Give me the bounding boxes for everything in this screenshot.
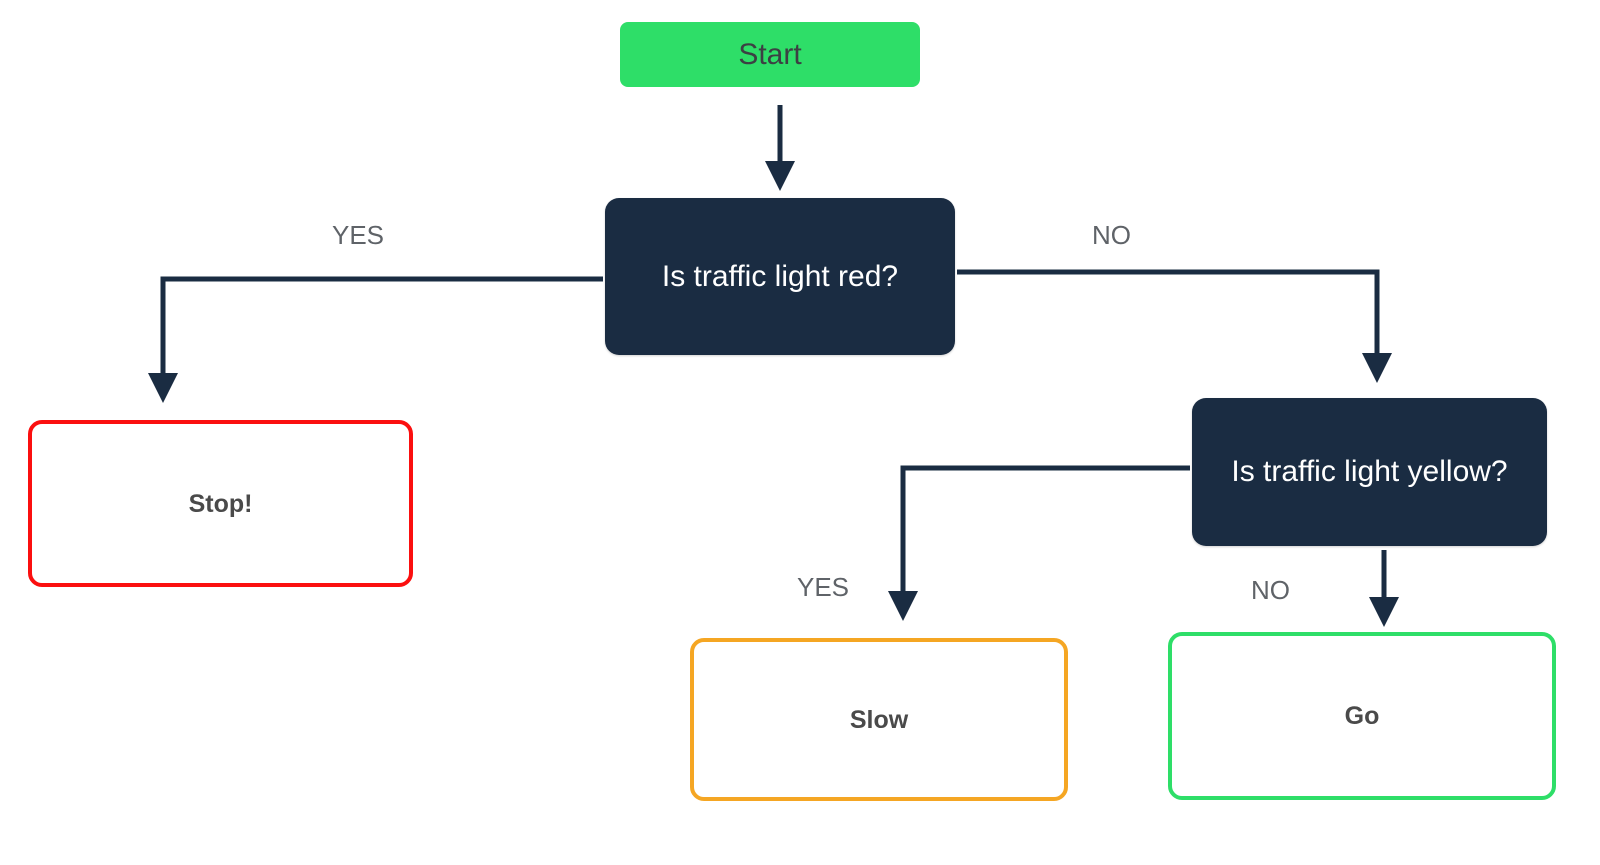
node-outcome-stop[interactable]: Stop!: [28, 420, 413, 587]
node-outcome-slow-label: Slow: [849, 705, 909, 734]
node-start-label: Start: [738, 37, 802, 71]
edge-yellow-to-slow: [888, 465, 1190, 621]
node-decision-yellow-label: Is traffic light yellow?: [1231, 455, 1508, 488]
node-decision-is-traffic-light-yellow[interactable]: Is traffic light yellow?: [1192, 398, 1547, 546]
node-decision-red-label: Is traffic light red?: [661, 259, 899, 293]
edge-label-no-yellow: NO: [1251, 575, 1290, 605]
edge-label-yes-yellow: YES: [797, 572, 850, 602]
node-outcome-stop-label: Stop!: [188, 489, 253, 518]
node-start[interactable]: Start: [620, 22, 920, 87]
node-outcome-go-label: Go: [1344, 702, 1380, 730]
edge-label-no-red: NO: [1092, 220, 1131, 250]
node-outcome-slow[interactable]: Slow: [690, 638, 1068, 801]
edge-red-to-stop: [148, 276, 603, 403]
node-outcome-go[interactable]: Go: [1168, 632, 1556, 800]
node-decision-is-traffic-light-red[interactable]: Is traffic light red?: [605, 198, 955, 355]
edge-red-to-yellow: [957, 269, 1392, 383]
edge-label-yes-red: YES: [332, 220, 385, 250]
